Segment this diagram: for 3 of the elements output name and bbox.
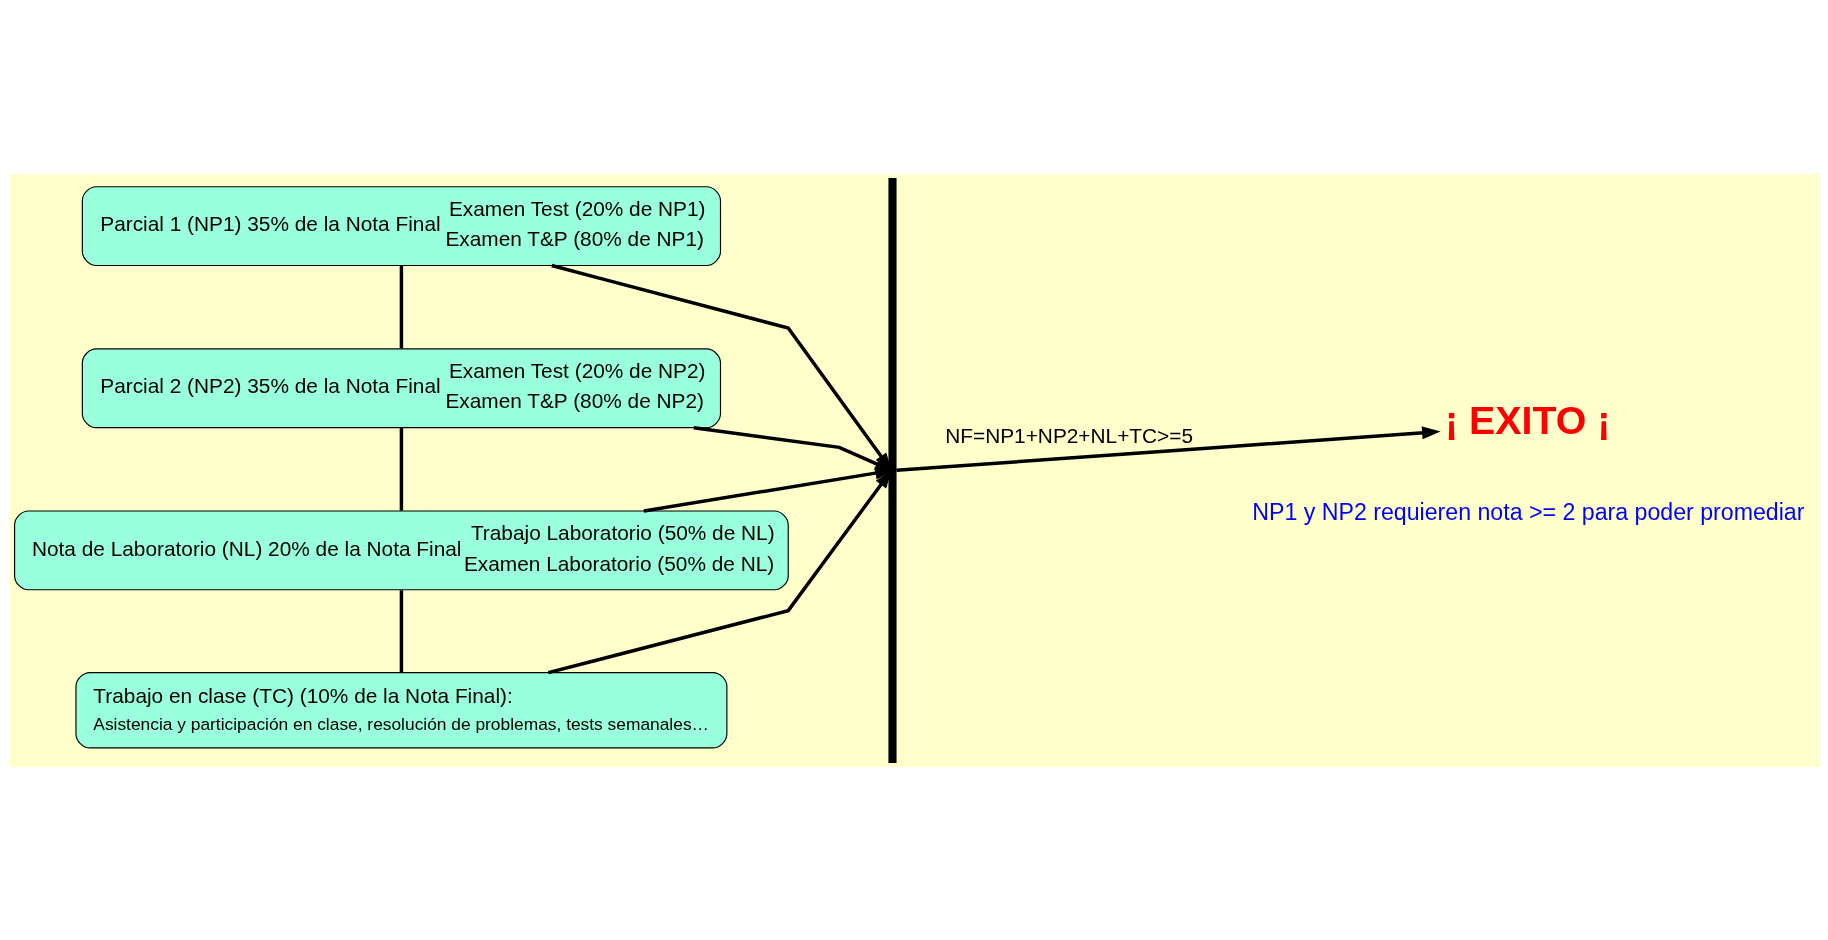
label: NP1 y NP2 requieren nota >= 2 para poder promediar — [1251, 498, 1804, 525]
edge-label: NF=NP1+NP2+NL+TC>=5 — [944, 423, 1193, 447]
node-text: ¡ EXITO ¡ — [1444, 397, 1610, 442]
